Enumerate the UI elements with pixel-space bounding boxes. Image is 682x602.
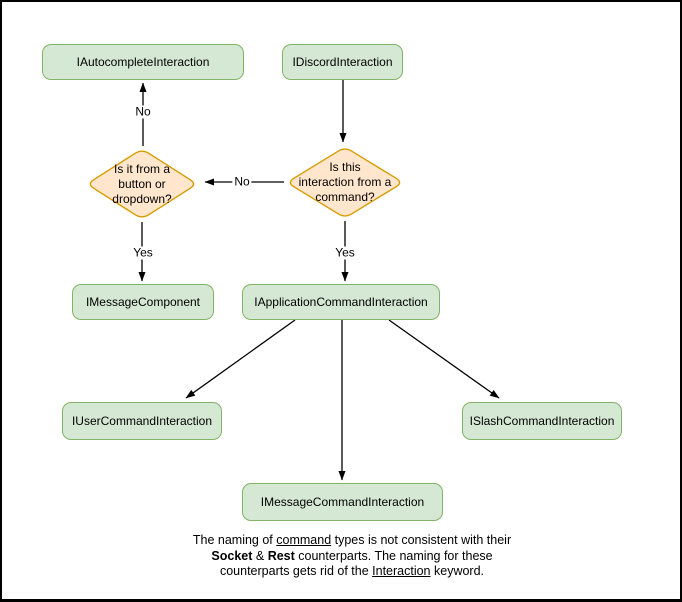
node-iusercommandinteraction: IUserCommandInteraction — [62, 402, 222, 440]
edge-application-to-slash-command — [388, 319, 500, 399]
decision-button-or-dropdown: Is it from a button or dropdown? — [85, 147, 199, 221]
decision-button-or-dropdown-label: Is it from a button or dropdown? — [112, 161, 172, 206]
edge-application-to-user-command — [185, 319, 296, 399]
node-imessagecomponent: IMessageComponent — [72, 284, 214, 320]
node-islashcommandinteraction: ISlashCommandInteraction — [462, 402, 622, 440]
decision-from-command: Is this interaction from a command? — [285, 145, 405, 220]
decision-from-command-label: Is this interaction from a command? — [298, 160, 392, 204]
edge-label-no-autocomplete: No — [133, 104, 153, 119]
node-iapplicationcommandinteraction: IApplicationCommandInteraction — [242, 284, 440, 320]
edge-label-no-button-dropdown: No — [232, 174, 252, 189]
node-iautocompleteinteraction: IAutocompleteInteraction — [42, 44, 244, 80]
diamond-shape — [89, 150, 195, 218]
note: The naming of command types is not consi… — [192, 533, 512, 578]
edge-label-yes-application-command: Yes — [333, 245, 357, 260]
diamond-shape — [289, 148, 401, 217]
edge-label-yes-message-component: Yes — [131, 245, 155, 260]
node-imessagecommandinteraction: IMessageCommandInteraction — [242, 483, 443, 521]
node-idiscordinteraction: IDiscordInteraction — [282, 44, 403, 80]
